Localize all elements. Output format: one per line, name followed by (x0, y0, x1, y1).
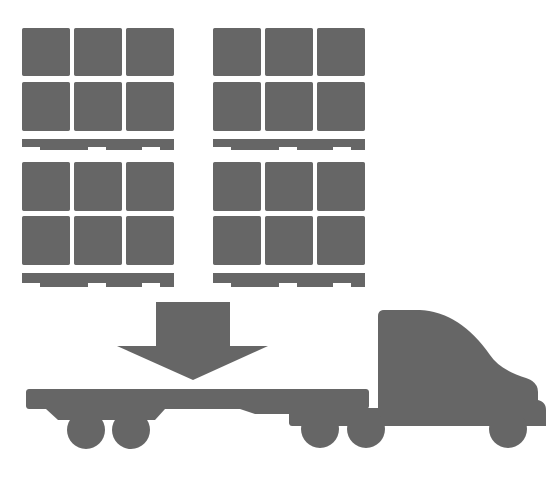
pallet-icon (22, 273, 174, 287)
box-icon (22, 82, 70, 131)
box-icon (126, 82, 174, 131)
box-icon (317, 82, 365, 131)
box-icon (317, 216, 365, 265)
box-icon (317, 162, 365, 211)
pallet-stack-bottom-left (22, 162, 174, 287)
pallet-stack-top-left (22, 28, 174, 150)
box-icon (74, 82, 122, 131)
down-arrow-icon (117, 302, 268, 380)
pallet-icon (22, 139, 174, 150)
trailer-gooseneck (240, 409, 290, 414)
box-icon (213, 82, 261, 131)
box-icon (126, 216, 174, 265)
wheel-icon (489, 410, 527, 448)
box-icon (213, 216, 261, 265)
pallet-icon (213, 273, 365, 287)
box-icon (265, 216, 313, 265)
cab-body (378, 310, 546, 426)
box-icon (213, 28, 261, 76)
pallet-stack-bottom-right (213, 162, 365, 287)
box-icon (74, 28, 122, 76)
trailer-axle-housing (46, 409, 165, 420)
box-icon (74, 162, 122, 211)
truck-cab-icon (289, 310, 546, 448)
box-icon (126, 28, 174, 76)
box-icon (22, 216, 70, 265)
pallet-stack-top-right (213, 28, 365, 150)
box-icon (74, 216, 122, 265)
wheel-icon (112, 411, 150, 449)
box-icon (317, 28, 365, 76)
box-icon (265, 28, 313, 76)
box-icon (126, 162, 174, 211)
trailer-deck (26, 389, 369, 409)
wheel-icon (301, 410, 339, 448)
box-icon (213, 162, 261, 211)
wheel-icon (67, 411, 105, 449)
box-icon (265, 82, 313, 131)
box-icon (265, 162, 313, 211)
pallet-icon (213, 139, 365, 150)
box-icon (22, 162, 70, 211)
wheel-icon (347, 410, 385, 448)
box-icon (22, 28, 70, 76)
